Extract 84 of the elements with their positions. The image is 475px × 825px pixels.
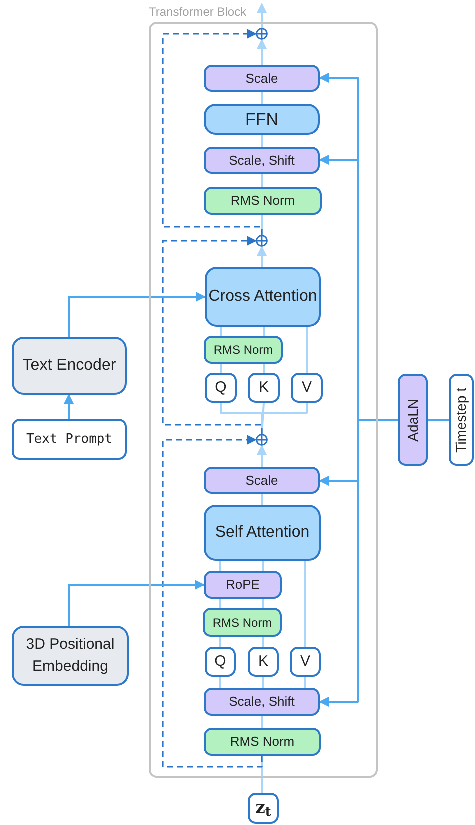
process-box [204,104,320,135]
node-label: RMS Norm [212,614,272,632]
process-box [449,374,474,466]
connector-line [219,599,221,608]
arrow [257,3,267,28]
arrow [257,39,267,65]
connector-line [304,561,306,647]
process-box [290,647,321,677]
node-label: K [258,378,269,398]
node-label: 3D Positional Embedding [25,635,116,677]
process-box [203,608,282,637]
connector-line [261,716,263,728]
arrow [257,445,267,467]
connector-line [261,494,263,505]
process-box [205,647,236,677]
connector-line [262,561,264,571]
process-box [204,65,320,92]
connector-line [306,327,308,373]
arrow [319,419,398,707]
arrow [68,292,206,337]
node-label: Text Encoder [22,356,116,376]
node-label: Scale, Shift [229,693,295,712]
arrow [64,394,74,419]
plus-circle [256,434,268,446]
dashed-arrow [162,29,263,235]
connector-line [261,135,263,147]
connector-line [261,92,263,104]
node-label: Scale [246,70,278,88]
node-label: K [258,652,268,672]
process-box [204,571,282,599]
connector-line [263,327,265,336]
process-box [291,373,323,403]
process-box [12,337,127,395]
process-box [205,373,237,403]
node-label: Cross Attention [208,287,318,307]
connector-line [220,364,222,373]
process-box [204,505,321,561]
connector-line [262,677,264,688]
process-box [248,647,279,677]
node-label: Q [214,652,226,672]
arrow [257,246,267,267]
node-label: FFN [245,108,279,131]
node-label: RMS Norm [214,342,274,359]
process-box [204,336,283,364]
connector-line [304,677,306,688]
dashed-arrow [162,435,263,768]
connector-line [219,561,221,571]
node-label: Self Attention [215,523,310,543]
dashed-arrow [162,236,263,434]
node-label: Q [215,378,227,398]
process-box [204,467,320,494]
node-label: Timestep t [452,388,470,452]
process-box [204,187,322,215]
plus-circle [256,28,268,40]
process-box [398,374,428,466]
connector-line [219,637,221,647]
node-label: V [302,378,312,398]
node-label: RMS Norm [230,192,296,210]
block-title: Transformer Block [149,4,247,21]
node-label: V [300,652,310,672]
node-label: Scale, Shift [229,152,295,170]
node-label: RMS Norm [230,733,295,752]
connector-line [219,677,221,688]
plus-circle [256,235,268,247]
node-label: Scale [246,472,278,490]
connector-line [263,364,265,373]
process-box [248,373,280,403]
node-label: AdaLN [404,398,422,442]
process-box [204,688,320,716]
arrow [68,580,205,626]
connector-line [220,327,222,336]
connector-line [262,637,264,647]
process-box [12,626,129,686]
node-label: z$_{t}$ [256,796,272,822]
process-box [205,267,321,327]
process-box [248,793,279,824]
connector-line [428,419,449,421]
connector-line [262,599,264,608]
node-label: RoPE [226,576,260,594]
process-box [204,728,321,756]
connector-line [261,174,263,187]
process-box [204,147,320,174]
node-label: Text Prompt [26,430,113,449]
process-box [12,419,127,460]
